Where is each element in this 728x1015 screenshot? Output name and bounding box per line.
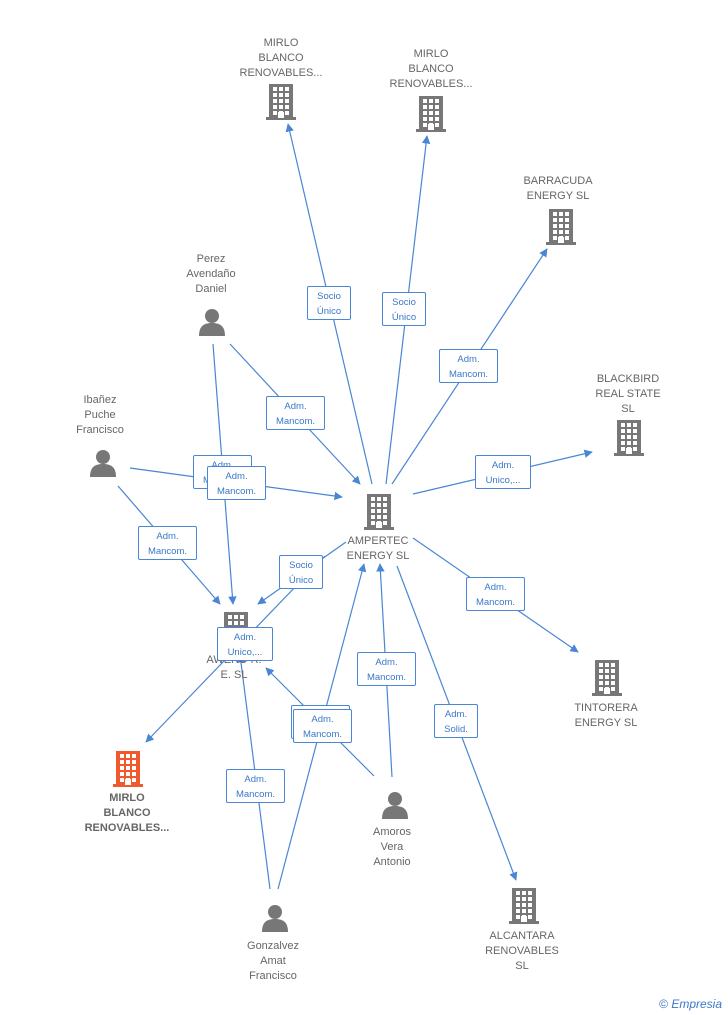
edge-label: Adm. Mancom. bbox=[266, 396, 325, 430]
brand-name: Empresia bbox=[671, 997, 722, 1011]
node-label-mirlo2[interactable]: MIRLO BLANCO RENOVABLES... bbox=[389, 48, 473, 90]
node-label-barracuda[interactable]: BARRACUDA ENERGY SL bbox=[523, 175, 593, 202]
company-building-icon[interactable] bbox=[614, 420, 644, 461]
node-label-perez[interactable]: Perez Avendaño Daniel bbox=[186, 253, 236, 295]
edge-label: Socio Único bbox=[279, 555, 323, 589]
person-icon[interactable] bbox=[381, 791, 409, 824]
edge-label: Adm. Mancom. bbox=[439, 349, 498, 383]
company-building-icon[interactable] bbox=[546, 209, 576, 250]
node-label-amoros[interactable]: Amoros Vera Antonio bbox=[373, 826, 411, 868]
person-icon[interactable] bbox=[89, 449, 117, 482]
edge-label: Adm. Mancom. bbox=[138, 526, 197, 560]
node-label-mirlo1[interactable]: MIRLO BLANCO RENOVABLES... bbox=[239, 37, 323, 79]
node-label-alcantara[interactable]: ALCANTARA RENOVABLES SL bbox=[485, 930, 559, 972]
company-building-icon[interactable] bbox=[266, 84, 296, 125]
person-icon[interactable] bbox=[198, 308, 226, 341]
copyright-notice: © Empresia bbox=[659, 997, 722, 1011]
edge-label: Adm. Solid. bbox=[434, 704, 478, 738]
node-label-gonzalvez[interactable]: Gonzalvez Amat Francisco bbox=[247, 940, 299, 982]
edge-label: Adm. Mancom. bbox=[293, 709, 352, 743]
edge-label: Socio Único bbox=[307, 286, 351, 320]
edge-label: Socio Único bbox=[382, 292, 426, 326]
node-label-ampertec[interactable]: AMPERTEC ENERGY SL bbox=[346, 535, 410, 562]
edge-label: Adm. Unico,... bbox=[217, 627, 273, 661]
edge-label: Adm. Unico,... bbox=[475, 455, 531, 489]
company-building-icon[interactable] bbox=[416, 96, 446, 137]
edge-label: Adm. Mancom. bbox=[207, 466, 266, 500]
node-label-mirlo3[interactable]: MIRLO BLANCO RENOVABLES... bbox=[84, 792, 170, 834]
node-label-blackbird[interactable]: BLACKBIRD REAL STATE SL bbox=[595, 373, 661, 415]
edge-label: Adm. Mancom. bbox=[466, 577, 525, 611]
copyright-symbol: © bbox=[659, 997, 668, 1011]
person-icon[interactable] bbox=[261, 904, 289, 937]
node-label-ibanez[interactable]: Ibañez Puche Francisco bbox=[76, 394, 124, 436]
company-building-icon[interactable] bbox=[113, 751, 143, 792]
company-building-icon[interactable] bbox=[509, 888, 539, 929]
node-label-tintorera[interactable]: TINTORERA ENERGY SL bbox=[574, 702, 638, 729]
company-building-icon[interactable] bbox=[592, 660, 622, 701]
edge-label: Adm. Mancom. bbox=[226, 769, 285, 803]
company-building-icon[interactable] bbox=[364, 494, 394, 535]
edge-label: Adm. Mancom. bbox=[357, 652, 416, 686]
